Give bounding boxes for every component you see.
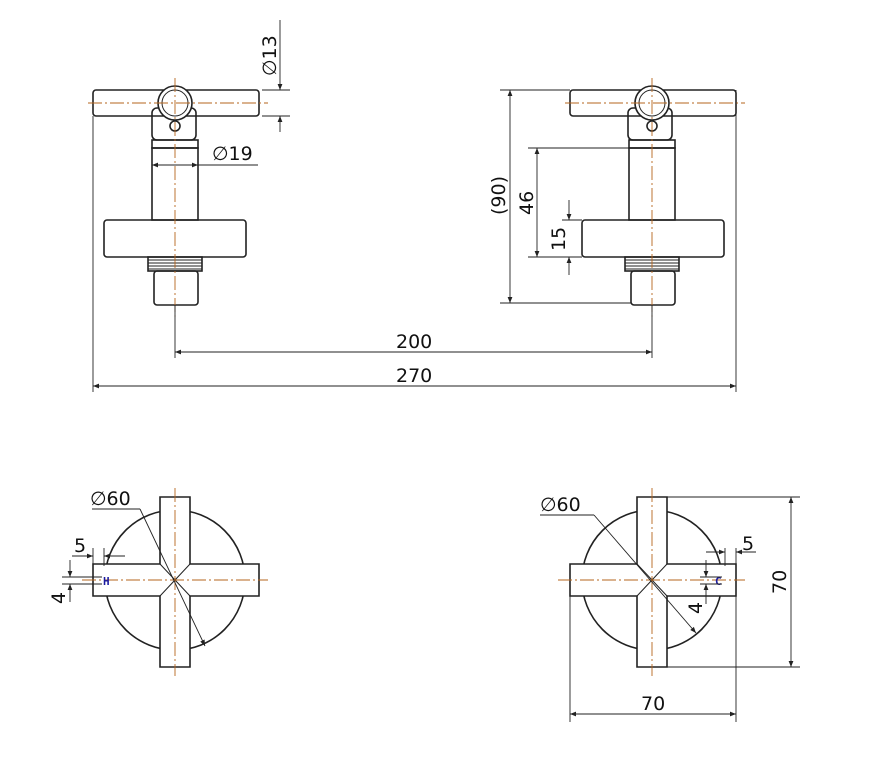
right-flange-diameter-label: ∅60	[540, 494, 581, 516]
right-valve-side-view	[565, 78, 745, 320]
dimension-centers-200: 200	[174, 305, 653, 358]
left-valve-front-view: H ∅60 5 4	[48, 488, 268, 676]
stem-diameter-body-label: ∅19	[212, 143, 253, 165]
left-indicator-inset-label: 5	[74, 535, 86, 557]
right-spindle	[630, 270, 676, 306]
overall-width-label: 270	[396, 365, 432, 387]
centers-label: 200	[396, 331, 432, 353]
cold-indicator: C	[715, 575, 722, 588]
handle-width-label: 70	[641, 693, 665, 715]
dimension-projection-46: 46	[516, 147, 629, 258]
projection-46-label: 46	[516, 191, 538, 215]
dimension-overall-270: 270	[92, 90, 737, 392]
right-indicator-width-label: 4	[685, 602, 707, 614]
dimension-stem-19: ∅19	[152, 143, 258, 168]
hot-indicator: H	[103, 575, 110, 588]
projection-15-label: 15	[548, 227, 570, 251]
stem-diameter-top-label: ∅13	[259, 35, 281, 76]
right-flange	[581, 219, 725, 258]
left-flange-diameter-label: ∅60	[90, 488, 131, 510]
handle-height-label: 70	[769, 570, 791, 594]
left-front-cross-handle	[92, 496, 260, 668]
left-valve-side-view	[88, 78, 268, 320]
dimension-stem-13: ∅13	[259, 20, 290, 132]
dimension-projection-90: (90)	[488, 89, 631, 304]
dimension-projection-15: 15	[548, 200, 582, 275]
right-front-cross-handle	[569, 496, 737, 668]
left-spindle	[153, 270, 199, 306]
right-indicator-inset-label: 5	[742, 533, 754, 555]
right-valve-front-view: C ∅60 5 4 70 70	[540, 488, 800, 722]
left-indicator-width-label: 4	[48, 592, 70, 604]
projection-overall-label: (90)	[488, 176, 510, 215]
